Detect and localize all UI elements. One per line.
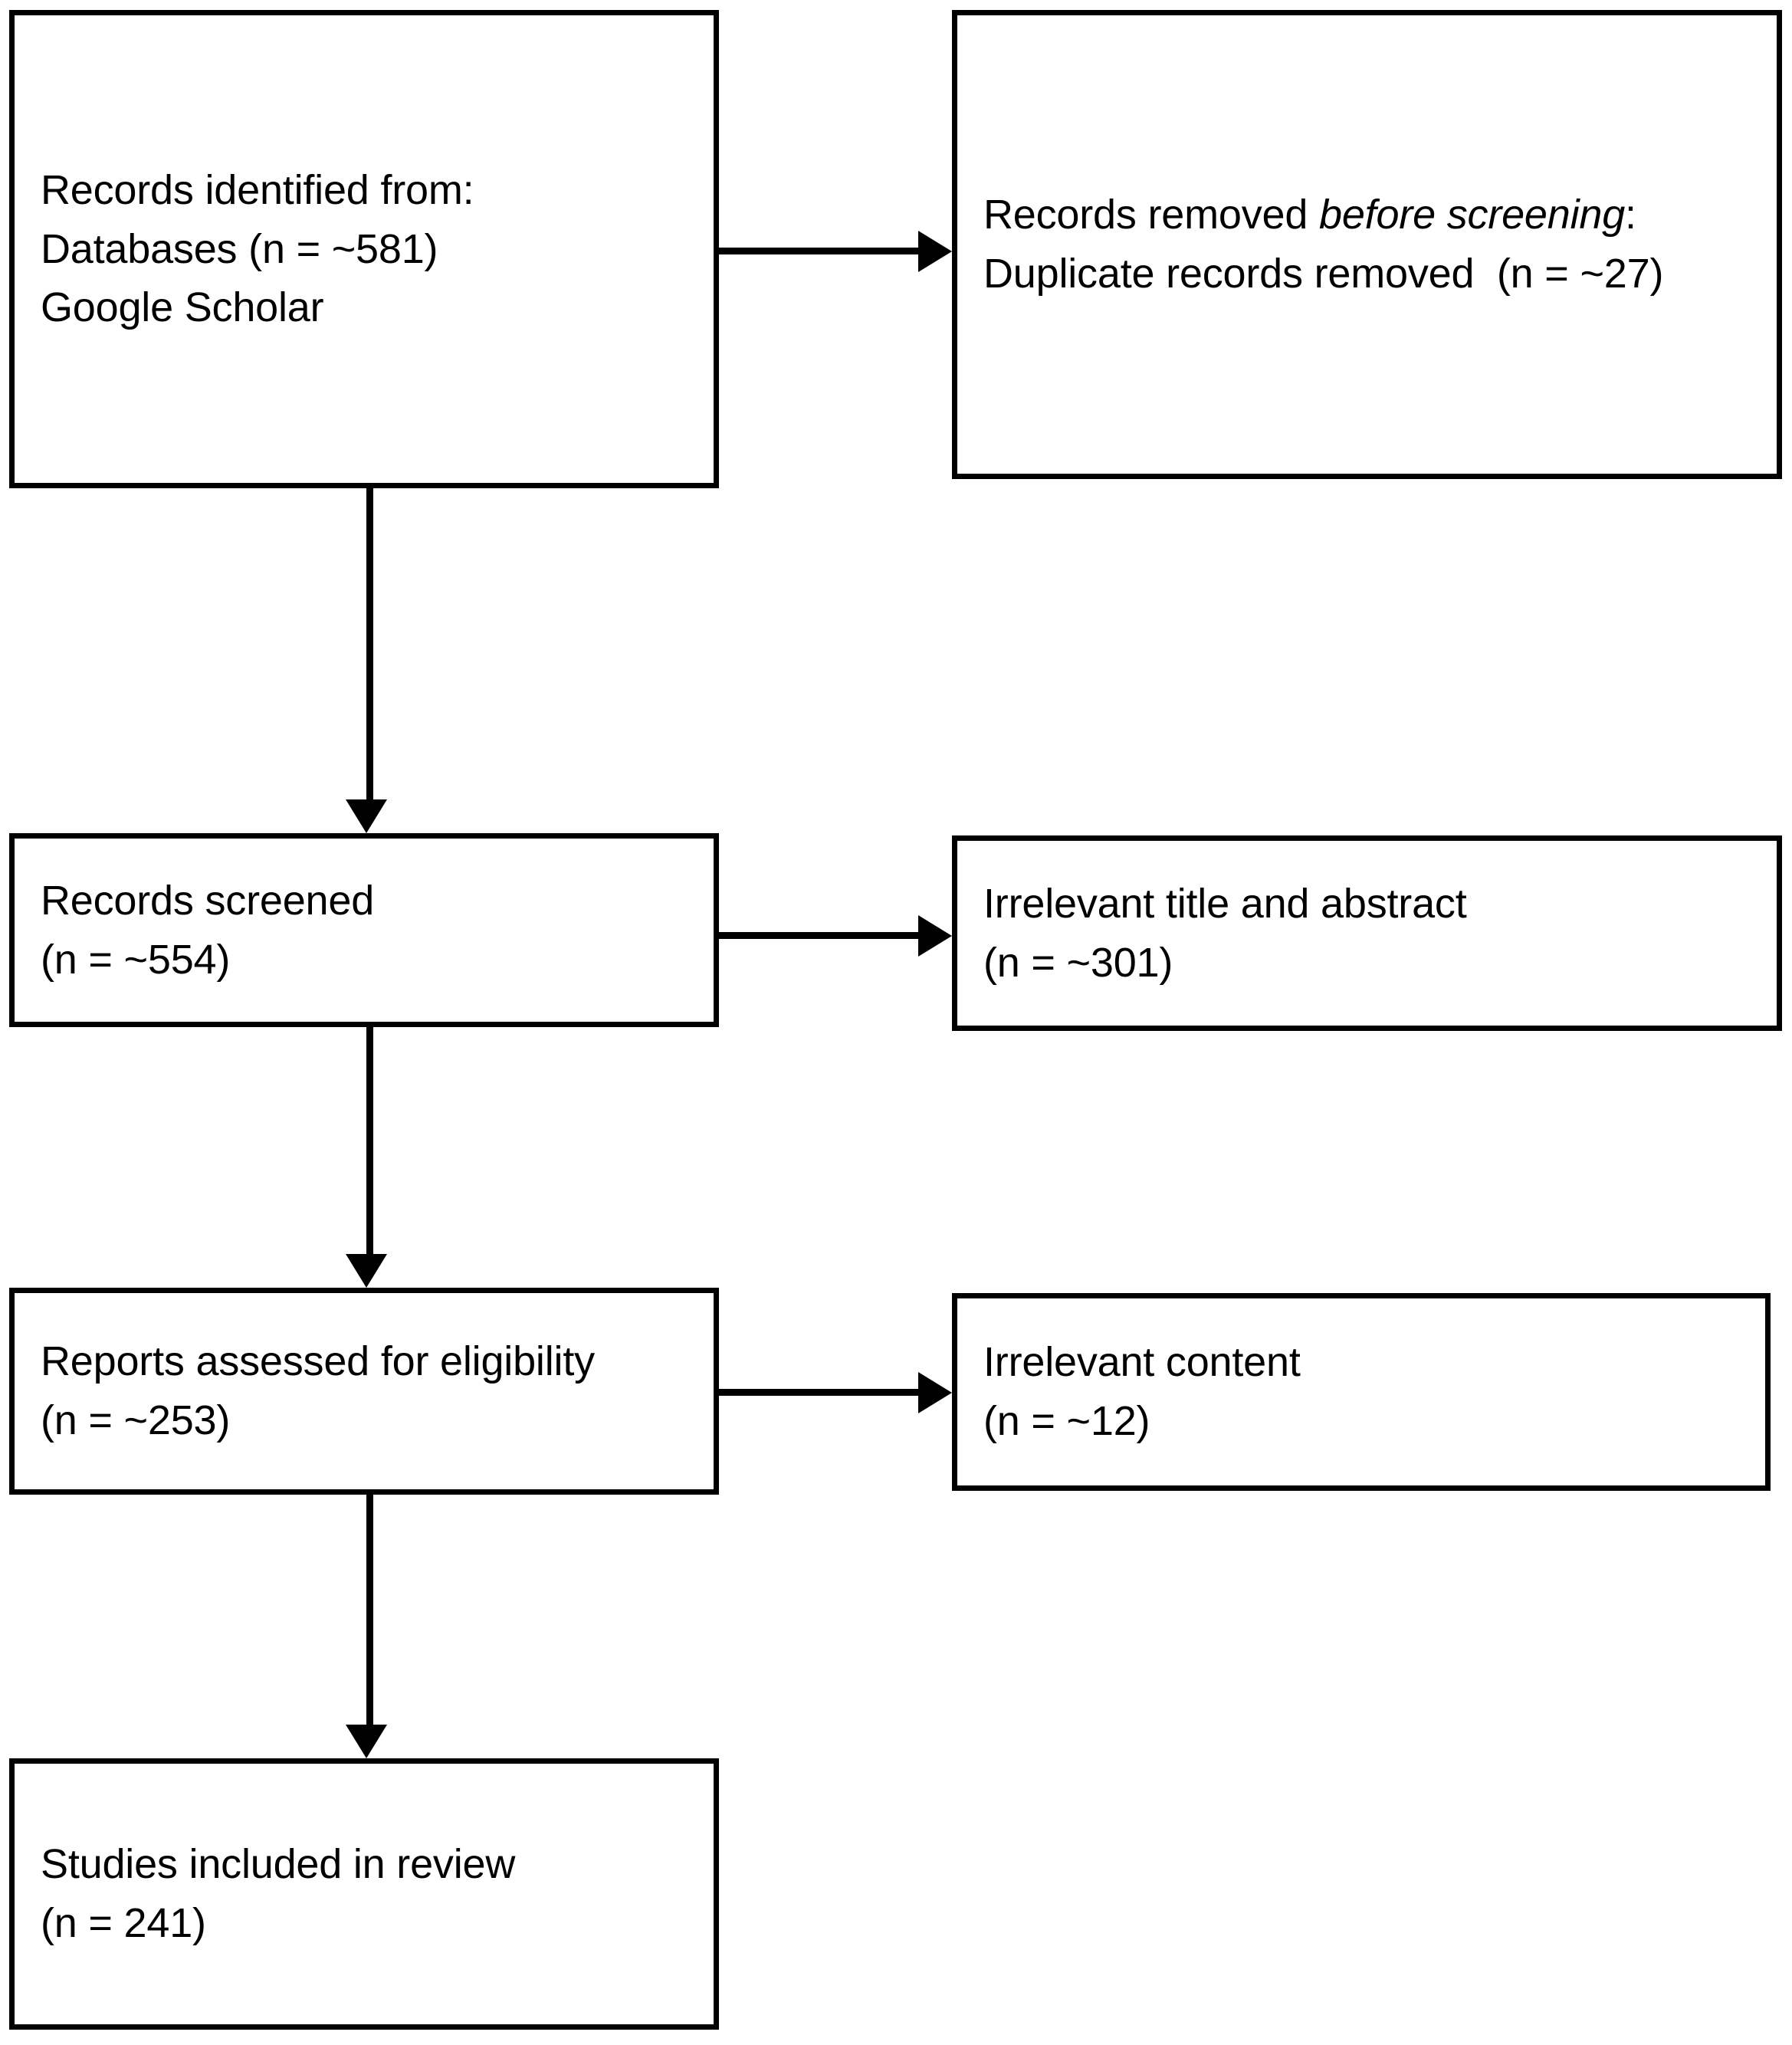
arrow-down-icon-eligibility-to-included — [346, 1725, 387, 1758]
node-records-removed-text: Records removed before screening: Duplic… — [957, 185, 1777, 303]
records-identified-line-3: Google Scholar — [41, 284, 324, 331]
node-studies-included-text: Studies included in review (n = 241) — [15, 1835, 714, 1952]
arrow-right-icon-eligibility-to-irrelevant-content — [918, 1372, 952, 1413]
node-records-screened: Records screened (n = ~554) — [9, 833, 719, 1027]
node-reports-assessed-eligibility-text: Reports assessed for eligibility (n = ~2… — [15, 1332, 714, 1449]
records-screened-line-2: (n = ~554) — [41, 936, 231, 983]
records-removed-line-1-italic: before screening — [1318, 192, 1626, 238]
node-studies-included: Studies included in review (n = 241) — [9, 1758, 719, 2030]
records-identified-line-1: Records identified from: — [41, 166, 474, 213]
records-removed-line-1: Records removed before screening: — [983, 185, 1761, 245]
connector-identified-to-removed — [719, 248, 920, 254]
connector-eligibility-to-included — [366, 1495, 373, 1728]
irrelevant-content-line-1: Irrelevant content — [983, 1339, 1301, 1386]
records-removed-line-1-suffix: : — [1625, 192, 1636, 238]
node-irrelevant-title-abstract-text: Irrelevant title and abstract (n = ~301) — [957, 875, 1777, 992]
arrow-right-icon-screened-to-irrelevant-title-abstract — [918, 915, 952, 957]
arrow-down-icon-screened-to-eligibility — [346, 1254, 387, 1288]
records-identified-line-2: Databases (n = ~581) — [41, 225, 438, 272]
records-removed-line-1-prefix: Records removed — [983, 192, 1319, 238]
node-records-screened-text: Records screened (n = ~554) — [15, 872, 714, 989]
studies-included-line-2: (n = 241) — [41, 1900, 206, 1946]
connector-screened-to-eligibility — [366, 1027, 373, 1257]
connector-screened-to-irrelevant-title-abstract — [719, 932, 920, 939]
connector-eligibility-to-irrelevant-content — [719, 1389, 920, 1396]
reports-eligibility-line-2: (n = ~253) — [41, 1397, 231, 1443]
node-records-removed: Records removed before screening: Duplic… — [952, 10, 1782, 479]
records-screened-line-1: Records screened — [41, 877, 375, 924]
irrelevant-content-line-2: (n = ~12) — [983, 1398, 1150, 1444]
node-reports-assessed-eligibility: Reports assessed for eligibility (n = ~2… — [9, 1288, 719, 1495]
node-records-identified-text: Records identified from: Databases (n = … — [15, 161, 714, 337]
studies-included-line-1: Studies included in review — [41, 1841, 516, 1888]
node-irrelevant-content-text: Irrelevant content (n = ~12) — [957, 1333, 1765, 1450]
node-records-identified: Records identified from: Databases (n = … — [9, 10, 719, 488]
arrow-right-icon-identified-to-removed — [918, 231, 952, 272]
irrelevant-title-abstract-line-2: (n = ~301) — [983, 939, 1173, 986]
arrow-down-icon-identified-to-screened — [346, 799, 387, 833]
connector-identified-to-screened — [366, 488, 373, 803]
irrelevant-title-abstract-line-1: Irrelevant title and abstract — [983, 880, 1467, 927]
reports-eligibility-line-1: Reports assessed for eligibility — [41, 1338, 595, 1385]
records-removed-line-2: Duplicate records removed (n = ~27) — [983, 251, 1664, 297]
node-irrelevant-content: Irrelevant content (n = ~12) — [952, 1293, 1771, 1491]
node-irrelevant-title-abstract: Irrelevant title and abstract (n = ~301) — [952, 835, 1782, 1031]
